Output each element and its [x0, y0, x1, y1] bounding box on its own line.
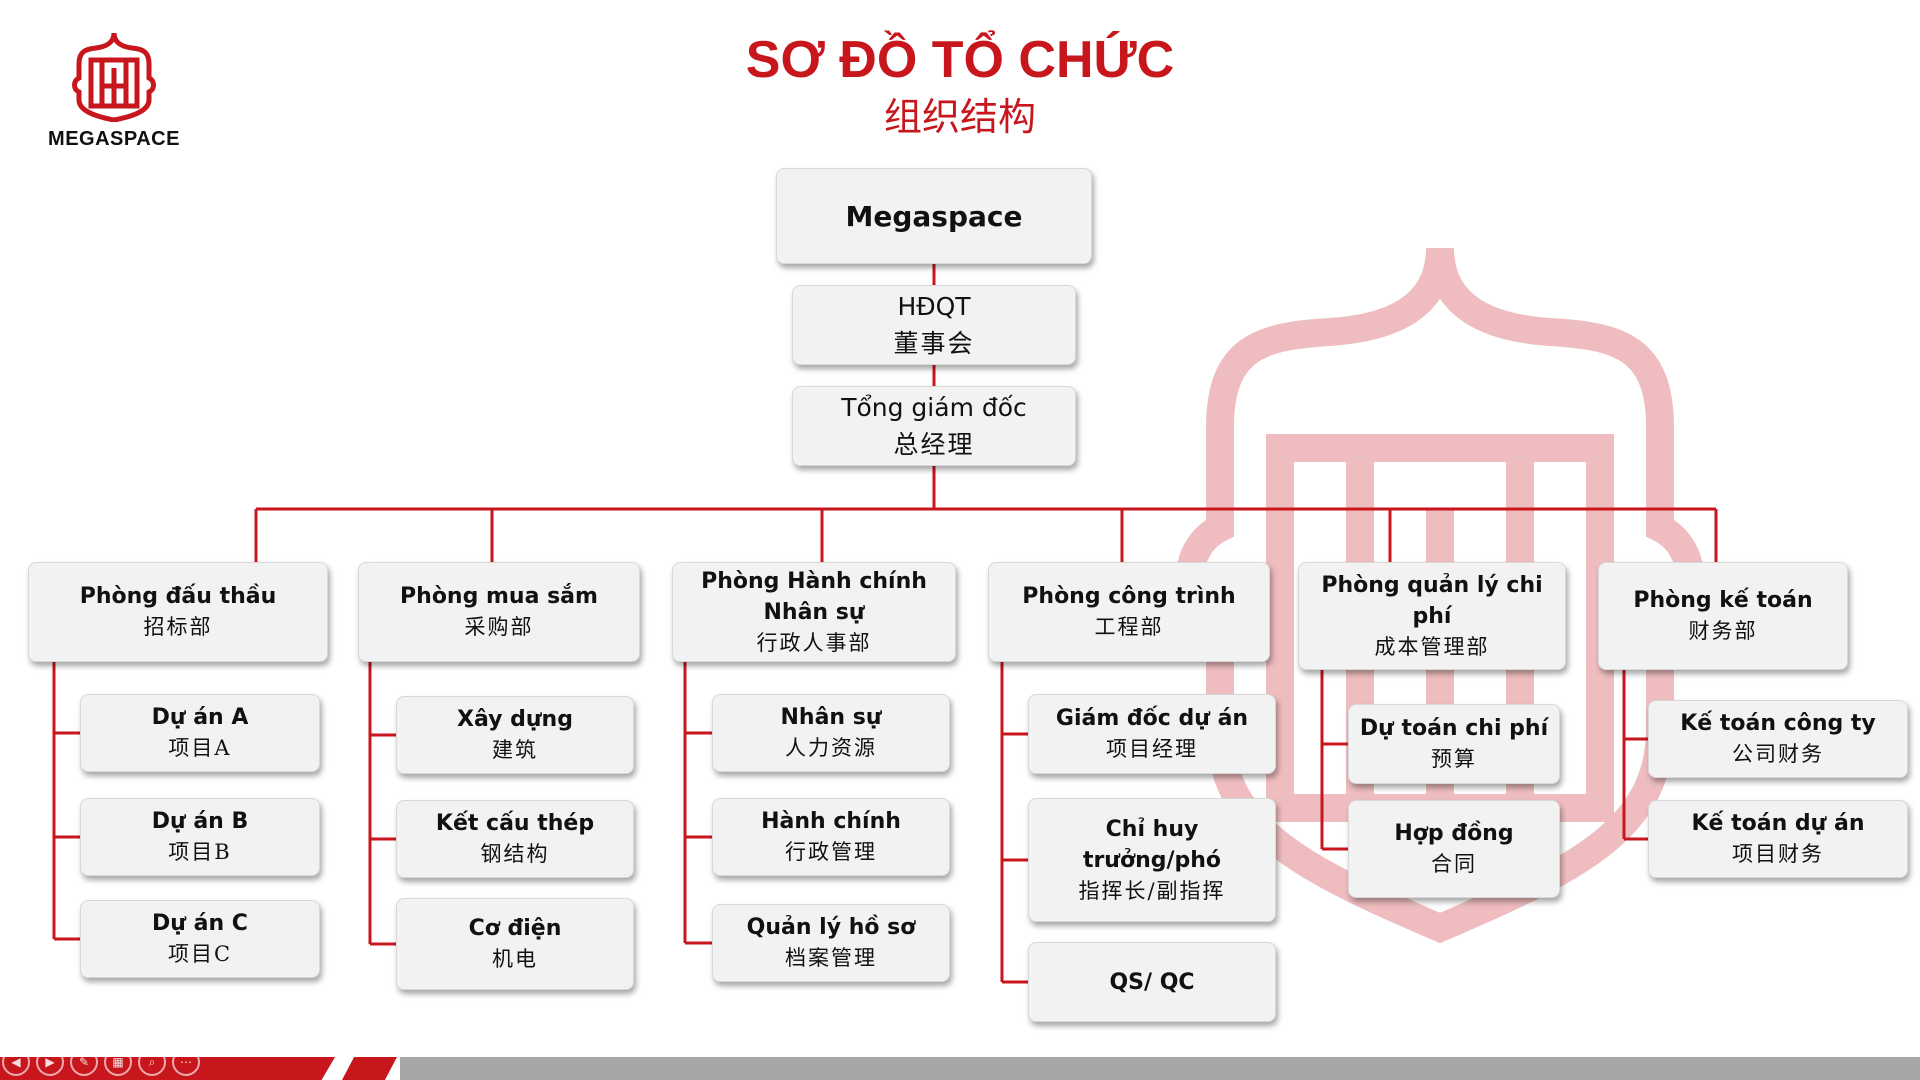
node-dept-5-child-2[interactable]: Hợp đồng 合同 — [1348, 800, 1560, 898]
node-dept-5-child-2-label-vi: Hợp đồng — [1394, 821, 1514, 846]
node-dept-2-child-1[interactable]: Xây dựng 建筑 — [396, 696, 634, 774]
node-dept-1-child-2-label-vi: Dự án B — [151, 809, 249, 834]
node-dept-6-label-vi: Phòng kế toán — [1633, 588, 1813, 613]
node-dept-1-child-3[interactable]: Dự án C 项目C — [80, 900, 320, 978]
node-dept-5-child-2-label-zh: 合同 — [1431, 852, 1477, 876]
node-dept-4-child-1[interactable]: Giám đốc dự án 项目经理 — [1028, 694, 1276, 774]
node-dept-2[interactable]: Phòng mua sắm 采购部 — [358, 562, 640, 662]
node-board[interactable]: HĐQT 董事会 — [792, 285, 1076, 365]
next-icon[interactable]: ▶ — [36, 1048, 64, 1076]
node-dept-2-child-2[interactable]: Kết cấu thép 钢结构 — [396, 800, 634, 878]
node-dept-3-label-vi: Phòng Hành chính — [701, 568, 927, 594]
node-dept-6-child-2[interactable]: Kế toán dự án 项目财务 — [1648, 800, 1908, 878]
node-dept-1-label-vi: Phòng đấu thầu — [79, 584, 277, 609]
node-dept-3-label-zh: 行政人事部 — [756, 630, 872, 655]
node-dept-4-child-2-label-vi: Chỉ huy — [1105, 816, 1199, 842]
node-dept-3-child-2[interactable]: Hành chính 行政管理 — [712, 798, 950, 876]
slides-icon[interactable]: ▦ — [104, 1048, 132, 1076]
node-dept-4-child-2[interactable]: Chỉ huy trưởng/phó 指挥长/副指挥 — [1028, 798, 1276, 922]
node-dept-5-child-1[interactable]: Dự toán chi phí 预算 — [1348, 704, 1560, 784]
node-dept-2-label-zh: 采购部 — [464, 615, 534, 639]
node-dept-1-child-2-label-zh: 项目B — [168, 840, 232, 864]
node-dept-1-child-3-label-vi: Dự án C — [152, 911, 248, 936]
node-dept-4[interactable]: Phòng công trình 工程部 — [988, 562, 1270, 662]
node-dept-1-child-2[interactable]: Dự án B 项目B — [80, 798, 320, 876]
title-chinese: 组织结构 — [883, 95, 1036, 139]
brand-logo: MEGASPACE — [44, 30, 184, 151]
more-icon[interactable]: ⋯ — [172, 1048, 200, 1076]
node-dept-6-child-1-label-zh: 公司财务 — [1732, 742, 1824, 766]
node-dept-1-child-1-label-vi: Dự án A — [151, 705, 249, 730]
brand-name: MEGASPACE — [48, 128, 180, 150]
node-dept-5[interactable]: Phòng quản lý chi phí 成本管理部 — [1298, 562, 1566, 670]
node-dept-3-child-1[interactable]: Nhân sự 人力资源 — [712, 694, 950, 772]
node-dept-4-child-1-label-zh: 项目经理 — [1106, 737, 1198, 761]
node-dept-5-child-1-label-vi: Dự toán chi phí — [1359, 716, 1549, 741]
node-dept-6-child-1-label-vi: Kế toán công ty — [1680, 711, 1876, 736]
node-dept-3-child-3-label-zh: 档案管理 — [785, 946, 877, 970]
node-dept-6-child-2-label-zh: 项目财务 — [1732, 842, 1824, 866]
node-dept-3-child-2-label-vi: Hành chính — [761, 809, 901, 834]
node-dept-5-child-1-label-zh: 预算 — [1431, 747, 1477, 771]
slideshow-controls: ◀▶✎▦⌕⋯ — [2, 1048, 200, 1076]
node-dept-5-label-zh: 成本管理部 — [1374, 634, 1490, 659]
page-title: SƠ ĐỒ TỔ CHỨC 组织结构 — [0, 30, 1920, 142]
prev-icon[interactable]: ◀ — [2, 1048, 30, 1076]
node-dept-3-child-1-label-vi: Nhân sự — [780, 705, 882, 730]
node-dept-1-label-zh: 招标部 — [143, 615, 213, 639]
node-dept-4-child-2-label-zh: 指挥长/副指挥 — [1078, 878, 1226, 903]
node-dept-3-child-2-label-zh: 行政管理 — [785, 840, 877, 864]
node-ceo-label-zh: 总经理 — [893, 430, 975, 459]
node-megaspace-label-vi: Megaspace — [845, 199, 1023, 233]
node-board-label-zh: 董事会 — [893, 329, 975, 358]
node-dept-1-child-1-label-zh: 项目A — [168, 736, 232, 760]
footer-gray-band — [400, 1057, 1920, 1080]
node-ceo[interactable]: Tổng giám đốc 总经理 — [792, 386, 1076, 466]
node-dept-6-label-zh: 财务部 — [1688, 619, 1758, 643]
node-dept-6-child-1[interactable]: Kế toán công ty 公司财务 — [1648, 700, 1908, 778]
node-dept-1-child-3-label-zh: 项目C — [167, 942, 233, 966]
node-megaspace[interactable]: Megaspace — [776, 168, 1092, 264]
node-dept-2-label-vi: Phòng mua sắm — [400, 584, 598, 609]
node-dept-6[interactable]: Phòng kế toán 财务部 — [1598, 562, 1848, 670]
node-dept-3-child-3-label-vi: Quản lý hồ sơ — [746, 915, 916, 940]
node-dept-2-child-3-label-vi: Cơ điện — [468, 916, 562, 941]
node-dept-2-child-1-label-vi: Xây dựng — [457, 707, 573, 732]
node-dept-5-label-vi: Phòng quản lý chi phí — [1321, 572, 1543, 629]
node-dept-2-child-1-label-zh: 建筑 — [492, 738, 538, 762]
zoom-icon[interactable]: ⌕ — [138, 1048, 166, 1076]
node-dept-1[interactable]: Phòng đấu thầu 招标部 — [28, 562, 328, 662]
node-dept-3-child-3[interactable]: Quản lý hồ sơ 档案管理 — [712, 904, 950, 982]
node-dept-2-child-2-label-zh: 钢结构 — [480, 842, 550, 866]
node-dept-3-child-1-label-zh: 人力资源 — [785, 736, 877, 760]
node-dept-1-child-1[interactable]: Dự án A 项目A — [80, 694, 320, 772]
node-dept-6-child-2-label-vi: Kế toán dự án — [1691, 811, 1865, 836]
megaspace-logo-icon — [72, 32, 156, 123]
node-dept-4-child-1-label-vi: Giám đốc dự án — [1055, 706, 1249, 731]
node-dept-4-child-3-label-vi: QS/ QC — [1109, 969, 1195, 995]
node-ceo-label-vi: Tổng giám đốc — [841, 393, 1027, 422]
pen-icon[interactable]: ✎ — [70, 1048, 98, 1076]
node-dept-3-label-vi: Nhân sự — [763, 599, 865, 625]
node-dept-4-label-vi: Phòng công trình — [1022, 584, 1236, 609]
footer-red-stripe — [342, 1057, 397, 1080]
node-dept-2-child-3[interactable]: Cơ điện 机电 — [396, 898, 634, 990]
node-dept-4-label-zh: 工程部 — [1094, 615, 1164, 639]
node-dept-4-child-3[interactable]: QS/ QC — [1028, 942, 1276, 1022]
node-dept-2-child-2-label-vi: Kết cấu thép — [435, 811, 595, 836]
node-board-label-vi: HĐQT — [897, 292, 971, 321]
node-dept-2-child-3-label-zh: 机电 — [492, 947, 538, 971]
title-vietnamese: SƠ ĐỒ TỔ CHỨC — [745, 31, 1175, 89]
slide-footer-bar — [0, 1057, 1920, 1080]
node-dept-4-child-2-label-vi: trưởng/phó — [1082, 847, 1222, 873]
